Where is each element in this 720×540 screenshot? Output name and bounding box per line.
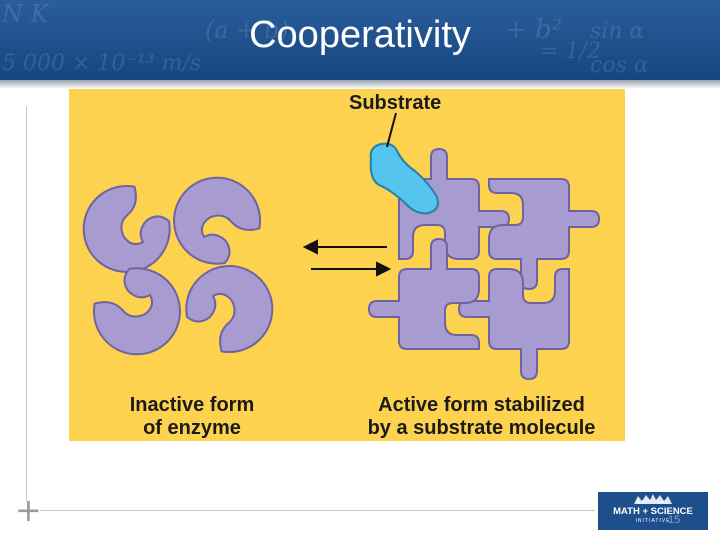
page-number: 15: [668, 514, 681, 526]
logo-line2: MATH + SCIENCE: [613, 506, 693, 517]
substrate-label: Substrate: [349, 92, 442, 114]
formula-7: = 1/2: [540, 39, 601, 64]
slide-title: Cooperativity: [249, 14, 471, 56]
formula-6: 5 000 × 10⁻¹³ m/s: [2, 51, 201, 76]
figure-background: [69, 89, 625, 441]
title-banner: N K (a + b) + b² sin α cos α 5 000 × 10⁻…: [0, 0, 720, 80]
equilibrium-arrows: [302, 239, 392, 277]
logo-mark: [634, 494, 672, 504]
banner-formula-watermark: N K (a + b) + b² sin α cos α 5 000 × 10⁻…: [1, 0, 649, 78]
formula-3: + b²: [505, 15, 562, 45]
formula-2: (a + b): [205, 16, 289, 44]
substrate-pointer: [386, 112, 397, 148]
banner-shadow: [0, 80, 720, 89]
nmsi-logo: NATIONAL MATH + SCIENCE INITIATIVE: [598, 492, 708, 530]
logo-line3: INITIATIVE: [635, 518, 671, 524]
cooperativity-figure: Substrate Inactive form of enzyme Active…: [69, 89, 625, 441]
inactive-label: Inactive form of enzyme: [129, 394, 255, 439]
formula-4: sin α: [590, 19, 644, 44]
plus-icon: +: [15, 491, 42, 529]
formula-5: cos α: [590, 53, 649, 78]
logo-line1: NATIONAL: [636, 500, 670, 506]
bottom-divider: [40, 510, 595, 511]
formula-1: N K: [1, 0, 51, 28]
left-divider: [26, 106, 27, 501]
active-label: Active form stabilized by a substrate mo…: [367, 394, 596, 439]
enzyme-diagram: [69, 89, 625, 441]
